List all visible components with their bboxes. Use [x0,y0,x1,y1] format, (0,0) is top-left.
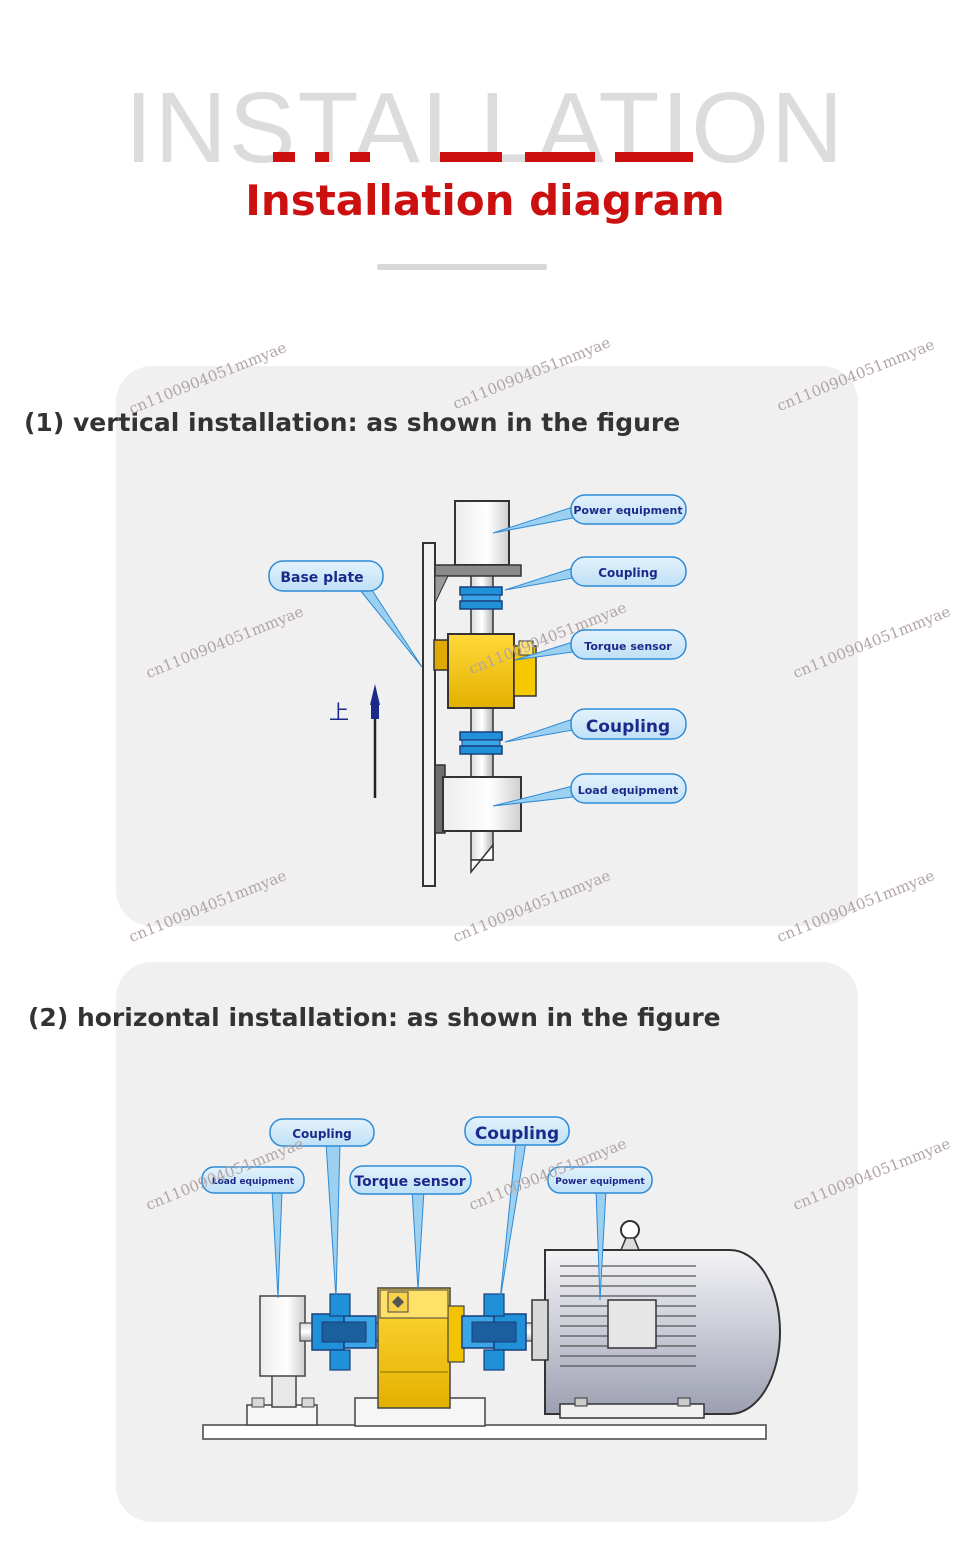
label-base-plate: Base plate [280,570,363,586]
left-coupling [311,1293,377,1371]
power-equipment [454,500,510,566]
up-marker: 上 [329,700,349,724]
horizontal-section-title: (2) horizontal installation: as shown in… [28,1003,721,1032]
vertical-figure: 上 Power equipment Coupling Torque sensor… [268,494,687,887]
right-coupling [461,1293,527,1371]
page-title: Installation diagram [245,176,725,225]
mounting-bracket [434,564,522,577]
label-coupling-right-horizontal: Coupling [475,1124,559,1144]
base-plate [422,542,436,887]
label-torque-sensor-horizontal: Torque sensor [354,1174,465,1190]
title-divider [377,264,547,270]
label-load-equipment-vertical: Load equipment [578,784,679,797]
power-equipment-motor [531,1220,781,1419]
base-rail [202,1424,767,1440]
top-coupling [459,600,503,610]
label-coupling-bottom-vertical: Coupling [586,717,670,737]
torque-sensor-horizontal [354,1287,486,1427]
bottom-coupling [459,745,503,755]
horizontal-figure: Load equipment Coupling Torque sensor Co… [201,1116,781,1440]
label-coupling-top-vertical: Coupling [598,566,658,580]
torque-sensor-body [447,633,515,709]
motor-lifting-eye [620,1220,640,1240]
vertical-section-title: (1) vertical installation: as shown in t… [24,408,681,437]
label-load-equipment-horizontal: Load equipment [212,1177,295,1187]
label-power-equipment-horizontal: Power equipment [555,1177,645,1187]
label-power-equipment-vertical: Power equipment [573,504,682,517]
load-equipment-horizontal [259,1295,306,1377]
motor-terminal-box [607,1299,657,1349]
label-coupling-left-horizontal: Coupling [292,1127,352,1141]
label-torque-sensor-vertical: Torque sensor [584,640,672,653]
header-accent-strokes [245,152,693,162]
